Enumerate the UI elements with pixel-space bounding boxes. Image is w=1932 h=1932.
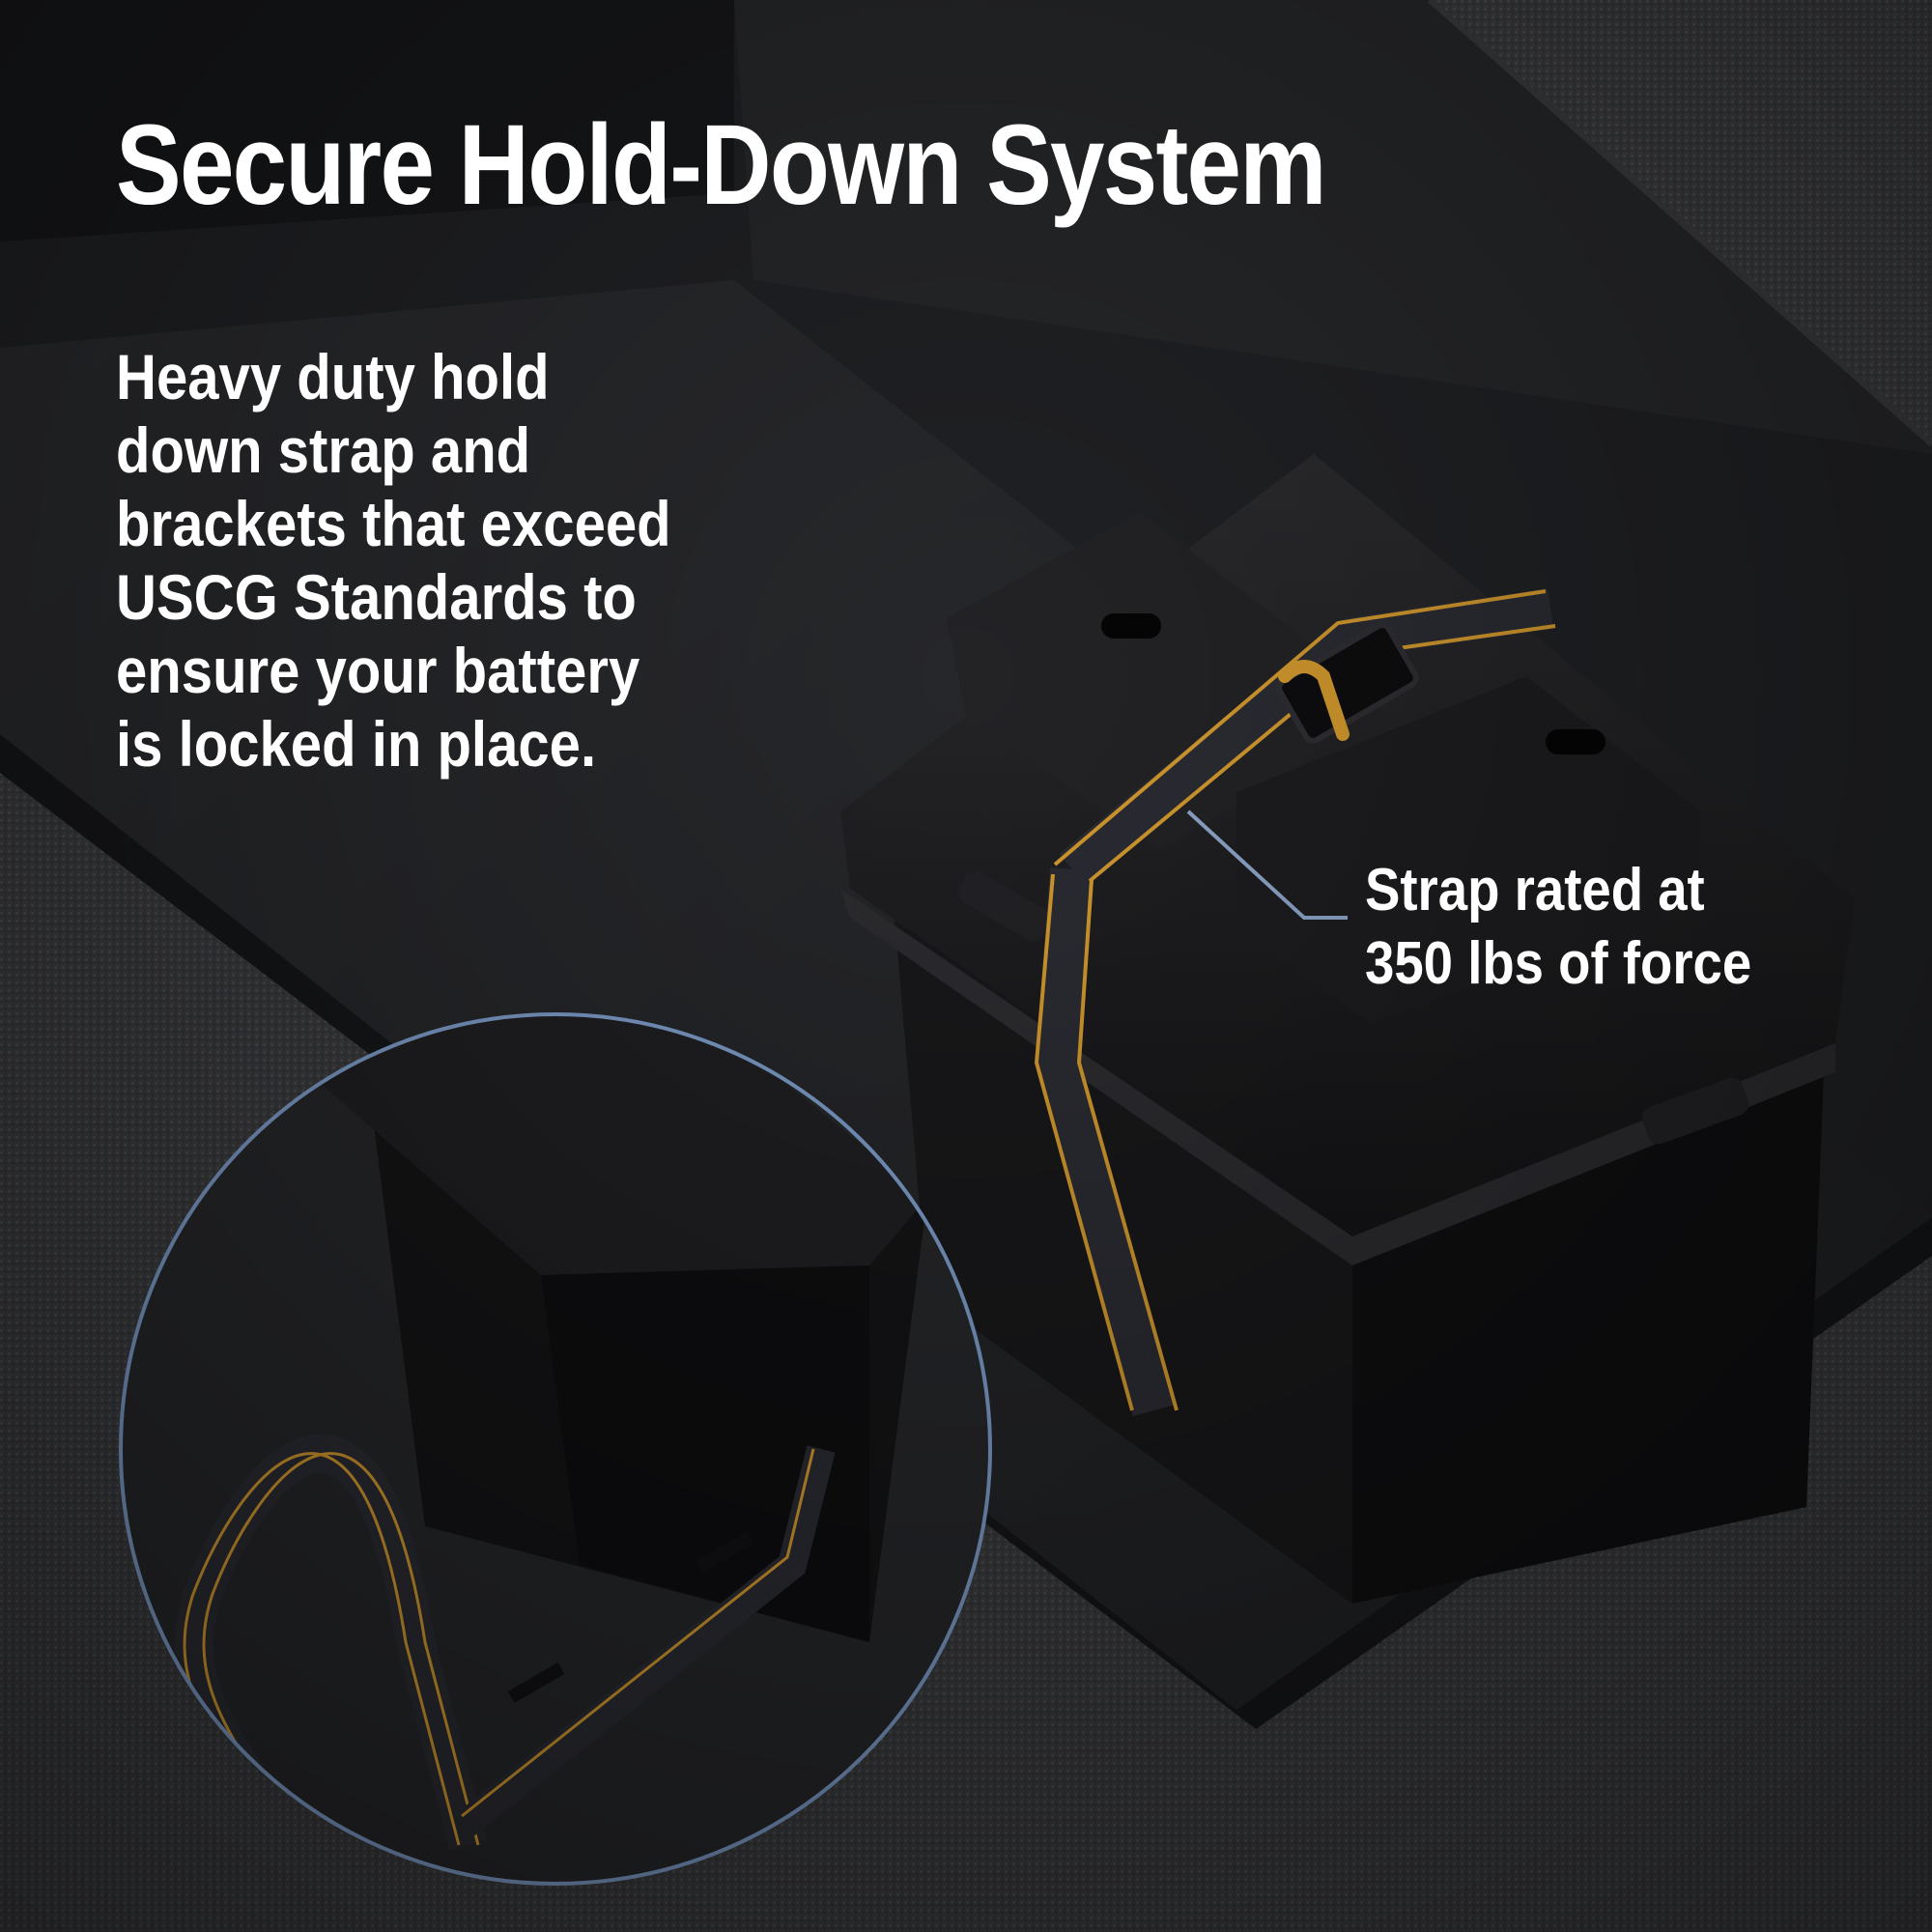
body-line: brackets that exceed [116,488,671,559]
body-line: down strap and [116,414,531,486]
strap-rating-callout: Strap rated at 350 lbs of force [1365,854,1751,1001]
body-copy: Heavy duty hold down strap and brackets … [116,340,671,781]
body-line: Heavy duty hold [116,341,550,412]
body-line: USCG Standards to [116,561,637,633]
headline: Secure Hold-Down System [116,101,1327,229]
body-line: is locked in place. [116,708,597,780]
callout-line-text: Strap rated at [1365,857,1705,923]
body-line: ensure your battery [116,635,640,706]
callout-line-text: 350 lbs of force [1365,930,1752,997]
